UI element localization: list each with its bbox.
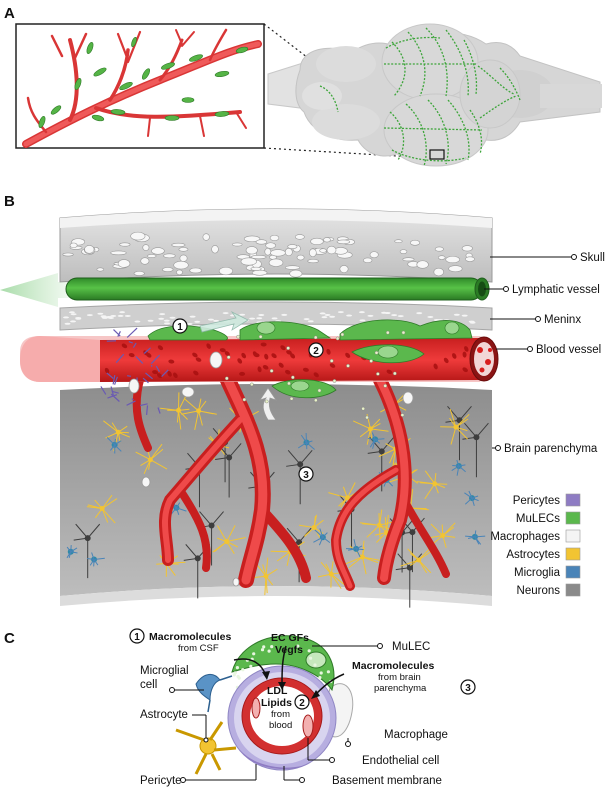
vessel-cross-section: [227, 635, 354, 771]
from-csf-label: from CSF: [178, 643, 219, 654]
svg-text:cell: cell: [140, 679, 157, 691]
from-label: from: [271, 709, 290, 720]
svg-text:3: 3: [465, 683, 471, 694]
panel-c-number-1: 1: [129, 628, 145, 644]
vessel-zoom-inset: [15, 23, 265, 149]
blood-vessel-network: [20, 310, 499, 591]
cell-type-legend: PericytesMuLECsMacrophagesAstrocytesMicr…: [490, 493, 581, 597]
legend-label: MuLECs: [516, 513, 560, 525]
legend-label: Macrophages: [490, 531, 560, 543]
astrocyte-cell: [175, 721, 237, 775]
panel-a-letter: A: [4, 5, 15, 22]
legend-swatch: [565, 511, 581, 525]
brain-parenchyma-block: [60, 384, 492, 608]
panel-c-number-3: 3: [460, 679, 476, 695]
label-skull: Skull: [490, 252, 605, 264]
label-macrophage: Macrophage: [345, 729, 448, 747]
label-meninx: Meninx: [490, 314, 581, 326]
legend-label: Astrocytes: [506, 549, 560, 561]
lymphatic-vessel: [0, 273, 490, 307]
legend-swatch: [565, 583, 581, 597]
parenchyma-label: parenchyma: [374, 683, 427, 694]
vegfs-label: Vegfs: [275, 644, 303, 656]
legend-swatch: [565, 565, 581, 579]
label-astrocyte: Astrocyte: [140, 709, 209, 743]
label-endothelial-cell: Endothelial cell: [307, 738, 439, 767]
panel-c-number-2: 2: [294, 694, 310, 710]
from-brain-label: from brain: [378, 672, 421, 683]
svg-text:1: 1: [134, 632, 140, 643]
legend-label: Microglia: [514, 567, 561, 579]
svg-text:Pericyte: Pericyte: [140, 775, 182, 787]
svg-text:Macrophage: Macrophage: [384, 729, 448, 741]
macromolecules-parenchyma-label: Macromolecules: [352, 660, 434, 672]
label-microglial-cell: Microglial cell: [140, 665, 204, 693]
legend-swatch: [565, 493, 581, 507]
svg-text:1: 1: [177, 322, 183, 333]
panel-b-number-3: 3: [298, 466, 314, 482]
svg-text:2: 2: [299, 698, 305, 709]
label-mulec: MuLEC: [312, 641, 430, 653]
legend-label: Pericytes: [513, 495, 561, 507]
legend-label: Neurons: [517, 585, 561, 597]
svg-text:MuLEC: MuLEC: [392, 641, 430, 653]
brain-illustration: [267, 23, 602, 167]
svg-text:Blood vessel: Blood vessel: [536, 344, 601, 356]
label-brain-parenchyma: Brain parenchyma: [492, 443, 598, 455]
macromolecules-csf-label: Macromolecules: [149, 631, 231, 643]
legend-swatch: [565, 547, 581, 561]
panel-b-letter: B: [4, 193, 15, 210]
svg-text:Brain parenchyma: Brain parenchyma: [504, 443, 598, 455]
label-pericyte: Pericyte: [140, 764, 257, 787]
skull-layer: [59, 208, 493, 283]
svg-text:Astrocyte: Astrocyte: [140, 709, 188, 721]
label-blood-vessel: Blood vessel: [496, 344, 601, 356]
label-basement-membrane: Basement membrane: [283, 766, 442, 787]
svg-text:Lymphatic vessel: Lymphatic vessel: [512, 284, 600, 296]
svg-text:2: 2: [313, 346, 319, 357]
svg-text:Endothelial cell: Endothelial cell: [362, 755, 439, 767]
label-lymphatic-vessel: Lymphatic vessel: [484, 284, 600, 296]
blood-label: blood: [269, 720, 292, 731]
lipids-label: Lipids: [261, 697, 292, 709]
ec-gfs-label: EC GFs: [271, 632, 309, 644]
panel-b-number-2: 2: [308, 342, 324, 358]
ldl-label: LDL: [267, 685, 288, 697]
svg-text:Basement membrane: Basement membrane: [332, 775, 442, 787]
svg-text:Meninx: Meninx: [544, 314, 581, 326]
panel-c-letter: C: [4, 630, 15, 647]
svg-text:Microglial: Microglial: [140, 665, 189, 677]
panel-b-number-1: 1: [172, 318, 188, 334]
svg-text:Skull: Skull: [580, 252, 605, 264]
legend-swatch: [565, 529, 581, 543]
microglial-cell: [195, 674, 233, 713]
svg-text:3: 3: [303, 470, 309, 481]
